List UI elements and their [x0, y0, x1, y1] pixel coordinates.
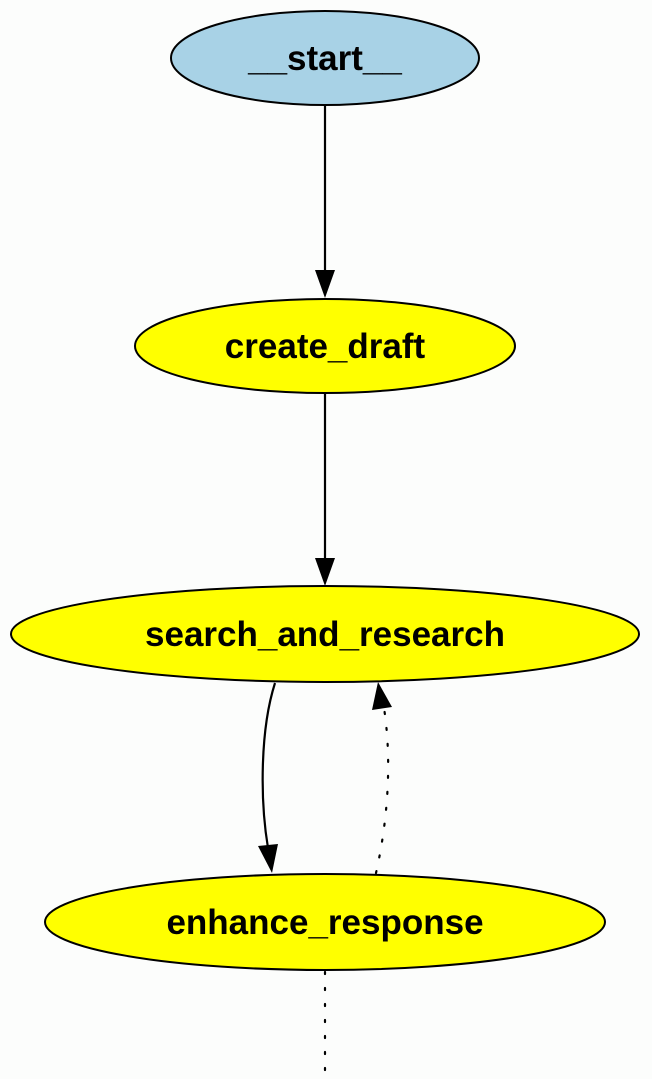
edges: [258, 106, 392, 1079]
node-create-draft-shape: [134, 298, 516, 394]
edge-start-to-create-draft-arrow: [315, 270, 335, 298]
edge-search-to-enhance: [261, 682, 277, 849]
node-create-draft-label: create_draft: [225, 327, 426, 366]
node-start-label: __start__: [247, 39, 402, 78]
edge-search-to-enhance-arrow: [258, 844, 278, 873]
node-enhance-response-shape: [44, 873, 606, 971]
node-create-draft[interactable]: create_draft: [134, 298, 516, 394]
node-search-and-research[interactable]: search_and_research: [10, 585, 640, 683]
node-search-and-research-label: search_and_research: [145, 615, 505, 654]
edge-enhance-to-search-dotted: [374, 706, 390, 875]
edge-create-draft-to-search-arrow: [315, 558, 335, 586]
node-start-shape: [170, 10, 480, 106]
node-enhance-response[interactable]: enhance_response: [44, 873, 606, 971]
edge-enhance-to-search-arrow: [372, 682, 392, 710]
node-search-and-research-shape: [10, 585, 640, 683]
node-enhance-response-label: enhance_response: [166, 903, 483, 942]
node-start[interactable]: __start__: [170, 10, 480, 106]
